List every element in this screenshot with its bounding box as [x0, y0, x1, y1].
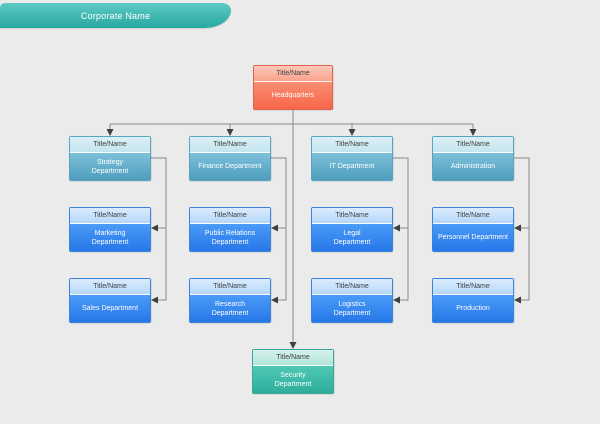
corporate-name-banner[interactable]: Corporate Name	[0, 3, 231, 28]
node-name: Production	[433, 295, 513, 322]
node-title-band: Title/Name	[70, 279, 150, 295]
node-title-band: Title/Name	[70, 137, 150, 153]
node-name: Administration	[433, 153, 513, 180]
col1-loop	[151, 157, 167, 304]
node-production[interactable]: Title/Name Production	[432, 278, 514, 323]
node-title-band: Title/Name	[312, 137, 392, 153]
node-title-band: Title/Name	[312, 279, 392, 295]
node-research-department[interactable]: Title/Name Research Department	[189, 278, 271, 323]
node-title-band: Title/Name	[254, 66, 332, 82]
col3-loop	[393, 157, 409, 304]
col2-loop	[271, 157, 287, 304]
node-logistics-department[interactable]: Title/Name Logistics Department	[311, 278, 393, 323]
node-finance-department[interactable]: Title/Name Finance Department	[189, 136, 271, 181]
node-title-band: Title/Name	[190, 208, 270, 224]
node-name: Strategy Department	[70, 153, 150, 180]
node-security-department[interactable]: Title/Name Security Department	[252, 349, 334, 394]
node-it-department[interactable]: Title/Name IT Department	[311, 136, 393, 181]
node-name: Public Relations Department	[190, 224, 270, 251]
node-title-band: Title/Name	[433, 208, 513, 224]
node-title-band: Title/Name	[253, 350, 333, 366]
node-sales-department[interactable]: Title/Name Sales Department	[69, 278, 151, 323]
node-name: Finance Department	[190, 153, 270, 180]
node-name: IT Department	[312, 153, 392, 180]
node-legal-department[interactable]: Title/Name Legal Department	[311, 207, 393, 252]
node-name: Marketing Department	[70, 224, 150, 251]
node-name: Sales Department	[70, 295, 150, 322]
col4-loop	[514, 157, 530, 304]
node-marketing-department[interactable]: Title/Name Marketing Department	[69, 207, 151, 252]
node-name: Logistics Department	[312, 295, 392, 322]
node-title-band: Title/Name	[190, 137, 270, 153]
node-title-band: Title/Name	[433, 137, 513, 153]
node-strategy-department[interactable]: Title/Name Strategy Department	[69, 136, 151, 181]
node-title-band: Title/Name	[433, 279, 513, 295]
node-name: Personnel Department	[433, 224, 513, 251]
node-administration[interactable]: Title/Name Administration	[432, 136, 514, 181]
node-title-band: Title/Name	[312, 208, 392, 224]
node-title-band: Title/Name	[190, 279, 270, 295]
node-personnel-department[interactable]: Title/Name Personnel Department	[432, 207, 514, 252]
node-name: Research Department	[190, 295, 270, 322]
node-headquarters[interactable]: Title/Name Headquarters	[253, 65, 333, 110]
node-name: Headquarters	[254, 82, 332, 109]
node-name: Legal Department	[312, 224, 392, 251]
node-public-relations-department[interactable]: Title/Name Public Relations Department	[189, 207, 271, 252]
node-title-band: Title/Name	[70, 208, 150, 224]
node-name: Security Department	[253, 366, 333, 393]
banner-title: Corporate Name	[80, 10, 151, 21]
